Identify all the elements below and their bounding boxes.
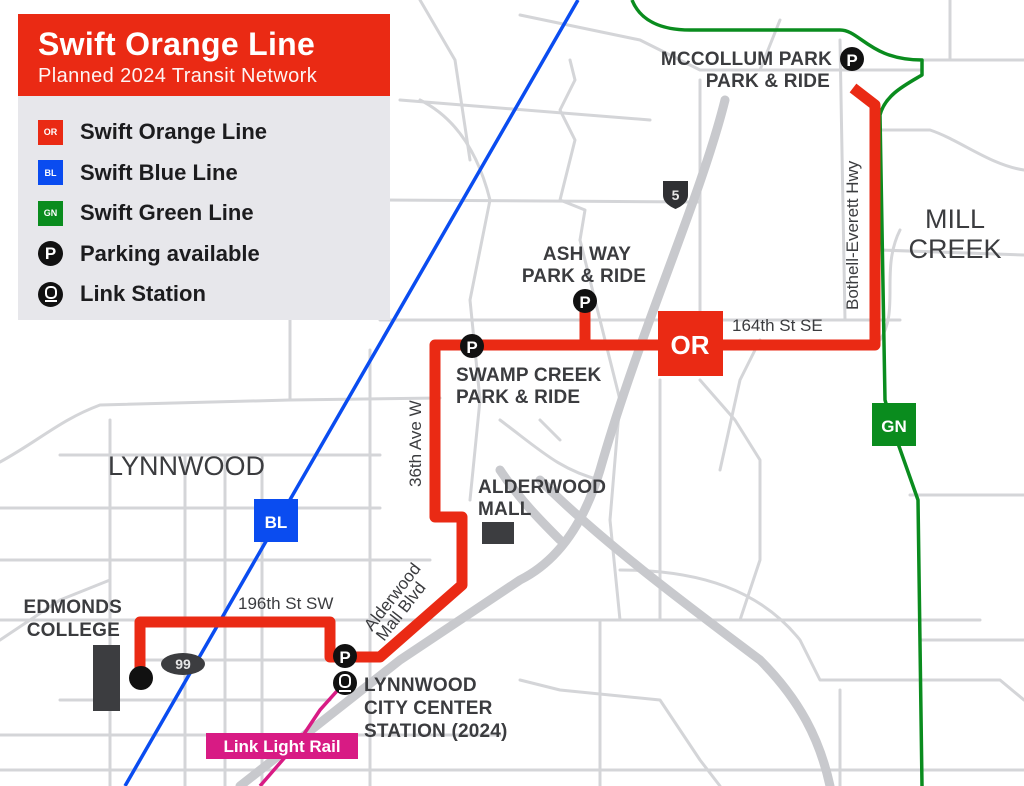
legend-label: Swift Green Line: [80, 200, 254, 226]
edmonds-label: EDMONDS: [23, 597, 122, 618]
link-light-rail-label: Link Light Rail: [206, 733, 358, 759]
svg-text:Link Light Rail: Link Light Rail: [223, 737, 340, 756]
ashway-label: ASH WAY: [543, 244, 631, 265]
legend-label: Parking available: [80, 240, 260, 266]
alderwood-label: ALDERWOOD: [478, 477, 606, 498]
swift-blue-line: [123, 0, 580, 786]
parking-icon: P: [573, 289, 597, 313]
lynnwood-cc-label: LYNNWOOD: [364, 675, 477, 696]
legend-item-green: GN Swift Green Line: [38, 193, 390, 234]
parking-icon: P: [840, 47, 864, 71]
svg-text:P: P: [339, 648, 350, 667]
svg-text:OR: OR: [671, 330, 710, 360]
edmonds-college-building: [93, 645, 120, 711]
green-line-icon: GN: [38, 200, 63, 226]
legend-subtitle: Planned 2024 Transit Network: [38, 65, 318, 87]
alderwood-mall-building: [482, 522, 514, 544]
svg-text:P: P: [579, 293, 590, 312]
i5-shield-icon: 5: [663, 181, 688, 209]
lynnwood-cc-label: STATION (2024): [364, 721, 508, 742]
legend-item-link-station: Link Station: [38, 274, 390, 315]
street-label-bothell-everett: Bothell-Everett Hwy: [843, 160, 862, 310]
legend-label: Swift Blue Line: [80, 159, 238, 185]
parking-icon: P: [38, 241, 63, 267]
sr99-shield-icon: 99: [161, 653, 205, 675]
swift-green-line: [630, 0, 924, 786]
edmonds-terminus-icon: [129, 666, 153, 690]
ashway-label: PARK & RIDE: [522, 266, 646, 287]
svg-text:GN: GN: [881, 417, 907, 436]
street-label-36th-ave: 36th Ave W: [406, 400, 425, 487]
svg-text:99: 99: [175, 656, 191, 672]
city-label-mill-creek: MILL: [925, 204, 985, 234]
svg-text:BL: BL: [265, 513, 288, 532]
blue-line-badge: BL: [254, 499, 298, 542]
street-label-196th: 196th St SW: [238, 594, 333, 613]
map-legend: Swift Orange Line Planned 2024 Transit N…: [18, 14, 390, 320]
orange-line-icon: OR: [38, 119, 63, 145]
street-label-164th: 164th St SE: [732, 316, 823, 335]
highways: [235, 95, 835, 786]
mccollum-label: PARK & RIDE: [706, 71, 830, 92]
legend-header: Swift Orange Line Planned 2024 Transit N…: [18, 14, 390, 96]
legend-title: Swift Orange Line: [38, 26, 316, 62]
link-light-rail-line: [258, 680, 347, 786]
swift-orange-line: [134, 83, 881, 672]
orange-line-badge: OR: [658, 311, 723, 376]
city-label-mill-creek: CREEK: [908, 234, 1001, 264]
lynnwood-cc-label: CITY CENTER: [364, 698, 493, 719]
link-station-icon: [38, 281, 63, 307]
legend-list: OR Swift Orange Line BL Swift Blue Line …: [18, 96, 390, 315]
svg-text:P: P: [466, 338, 477, 357]
swampcreek-label: PARK & RIDE: [456, 387, 580, 408]
blue-line-icon: BL: [38, 160, 63, 186]
legend-item-blue: BL Swift Blue Line: [38, 153, 390, 194]
mccollum-label: MCCOLLUM PARK: [661, 49, 832, 70]
swampcreek-label: SWAMP CREEK: [456, 365, 602, 386]
city-label-lynnwood: LYNNWOOD: [108, 451, 265, 481]
legend-item-orange: OR Swift Orange Line: [38, 112, 390, 153]
legend-item-parking: P Parking available: [38, 234, 390, 275]
parking-icon: P: [333, 644, 357, 668]
svg-text:5: 5: [672, 187, 680, 203]
parking-icon: P: [460, 334, 484, 358]
edmonds-label: COLLEGE: [27, 620, 120, 641]
legend-label: Swift Orange Line: [80, 119, 268, 145]
green-line-badge: GN: [872, 403, 916, 446]
link-station-icon: [333, 671, 357, 695]
legend-label: Link Station: [80, 281, 206, 307]
svg-text:P: P: [846, 51, 857, 70]
alderwood-label: MALL: [478, 499, 532, 520]
